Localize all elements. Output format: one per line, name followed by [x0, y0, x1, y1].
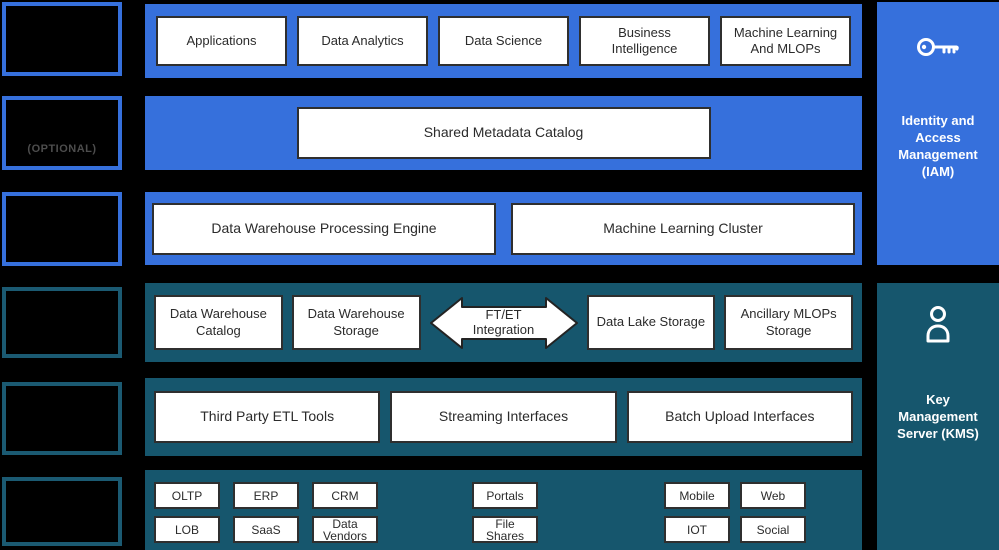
left-placeholder-box-2: (OPTIONAL)	[2, 96, 122, 170]
node-lob: LOB	[154, 516, 220, 543]
iam-label: Identity and Access Management (IAM)	[898, 113, 978, 179]
key-icon	[916, 34, 960, 63]
left-placeholder-box-5	[2, 382, 122, 455]
kms-panel: Key Management Server (KMS)	[877, 283, 999, 550]
node-oltp: OLTP	[154, 482, 220, 509]
node-iot: IOT	[664, 516, 730, 543]
node-applications: Applications	[156, 16, 287, 66]
node-ancillary-mlops-storage: Ancillary MLOPs Storage	[724, 295, 853, 350]
node-file-shares: File Shares	[472, 516, 538, 543]
node-third-party-etl-tools: Third Party ETL Tools	[154, 391, 381, 443]
node-business-intelligence: Business Intelligence	[579, 16, 710, 66]
compute-row: Data Warehouse Processing Engine Machine…	[145, 192, 862, 265]
node-crm: CRM	[312, 482, 378, 509]
node-machine-learning-cluster: Machine Learning Cluster	[511, 202, 855, 255]
left-placeholder-box-4	[2, 287, 122, 358]
node-dw-storage: Data Warehouse Storage	[291, 295, 421, 350]
sources-group-devices: Mobile Web IOT Social	[664, 482, 806, 543]
node-machine-learning-mlops: Machine Learning And MLOPs	[720, 16, 851, 66]
node-data-vendors: Data Vendors	[312, 516, 378, 543]
integration-arrow: FT/ET Integration	[429, 295, 578, 351]
node-data-analytics: Data Analytics	[297, 16, 428, 66]
sources-group-apps: OLTP ERP CRM LOB SaaS Data Vendors	[154, 482, 378, 543]
kms-label: Key Management Server (KMS)	[897, 392, 979, 441]
double-arrow-icon	[429, 296, 578, 349]
applications-row: Applications Data Analytics Data Science…	[145, 4, 862, 78]
iam-panel: Identity and Access Management (IAM)	[877, 2, 999, 265]
node-mobile: Mobile	[664, 482, 730, 509]
node-erp: ERP	[233, 482, 299, 509]
node-web: Web	[740, 482, 806, 509]
left-placeholder-box-3	[2, 192, 122, 266]
left-placeholder-box-6	[2, 477, 122, 546]
node-data-science: Data Science	[438, 16, 569, 66]
node-streaming-interfaces: Streaming Interfaces	[390, 391, 617, 443]
left-placeholder-box-1	[2, 2, 122, 76]
node-shared-metadata-catalog: Shared Metadata Catalog	[296, 107, 711, 159]
ingest-row: Third Party ETL Tools Streaming Interfac…	[145, 378, 862, 456]
node-data-lake-storage: Data Lake Storage	[586, 295, 716, 350]
storage-row: Data Warehouse Catalog Data Warehouse St…	[145, 283, 862, 362]
node-portals: Portals	[472, 482, 538, 509]
sources-group-files: Portals File Shares	[472, 482, 538, 543]
metadata-row: Shared Metadata Catalog	[145, 96, 862, 170]
person-icon	[924, 305, 952, 346]
node-batch-upload-interfaces: Batch Upload Interfaces	[626, 391, 853, 443]
optional-label: (OPTIONAL)	[27, 143, 97, 155]
node-saas: SaaS	[233, 516, 299, 543]
sources-row: OLTP ERP CRM LOB SaaS Data Vendors Porta…	[145, 470, 862, 550]
node-dw-processing-engine: Data Warehouse Processing Engine	[152, 202, 496, 255]
node-dw-catalog: Data Warehouse Catalog	[154, 295, 283, 350]
node-social: Social	[740, 516, 806, 543]
integration-arrow-label: FT/ET Integration	[472, 306, 535, 337]
